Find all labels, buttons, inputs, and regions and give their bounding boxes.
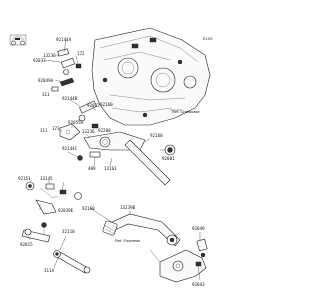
label-92049a: 92049A	[38, 78, 54, 83]
diagram-code: E109	[203, 36, 213, 41]
label-92160c: 92160	[82, 206, 95, 211]
footrest-bracket	[159, 238, 208, 283]
label-92043: 92043	[192, 282, 205, 287]
label-173: 173	[52, 126, 60, 131]
label-92055a: 92055A	[68, 120, 84, 125]
ref-footrests: Ref. Footrests	[115, 238, 140, 243]
leader-lines	[27, 39, 201, 281]
label-92001: 92001	[162, 156, 175, 161]
label-92200: 92200	[98, 128, 111, 133]
label-92039e: 92039E	[58, 208, 74, 213]
label-311: 311	[42, 92, 50, 97]
motorcycle-thumbnail-icon	[9, 34, 27, 46]
label-13161: 13161	[104, 166, 117, 171]
shift-mechanism-hardware	[25, 181, 82, 236]
label-172: 172	[77, 51, 85, 56]
label-92144a: 92144A	[56, 37, 72, 42]
ref-crankcase: Ref. Crankcase	[172, 109, 200, 114]
label-92160: 92160	[100, 102, 113, 107]
label-92144c: 92144C	[62, 146, 78, 151]
label-92022: 92022	[87, 103, 100, 108]
shift-rod-assembly	[21, 228, 91, 274]
label-13239b: 13239B	[120, 205, 136, 210]
label-92144b: 92144B	[62, 96, 78, 101]
shift-drum-parts	[51, 48, 99, 141]
label-13236: 13236	[43, 53, 56, 58]
label-92015: 92015	[20, 242, 33, 247]
shift-shaft-assembly	[77, 131, 176, 186]
label-311a: 311A	[44, 268, 55, 273]
label-13236b: 13236	[82, 129, 95, 134]
label-13145: 13145	[40, 176, 53, 181]
shift-pedal	[102, 213, 181, 247]
exploded-parts-diagram: E109	[9, 27, 213, 287]
label-92033: 92033	[33, 58, 46, 63]
label-92151: 92151	[18, 176, 31, 181]
part-labels: 92144A 13236 92033 92049A 311 172 92144B…	[18, 37, 205, 287]
label-32110: 32110	[62, 229, 75, 234]
label-92160b: 92160	[150, 133, 163, 138]
label-311b: 311	[40, 128, 48, 133]
label-92049: 92049	[192, 226, 205, 231]
label-409: 409	[88, 166, 96, 171]
crankcase-housing	[91, 27, 211, 126]
